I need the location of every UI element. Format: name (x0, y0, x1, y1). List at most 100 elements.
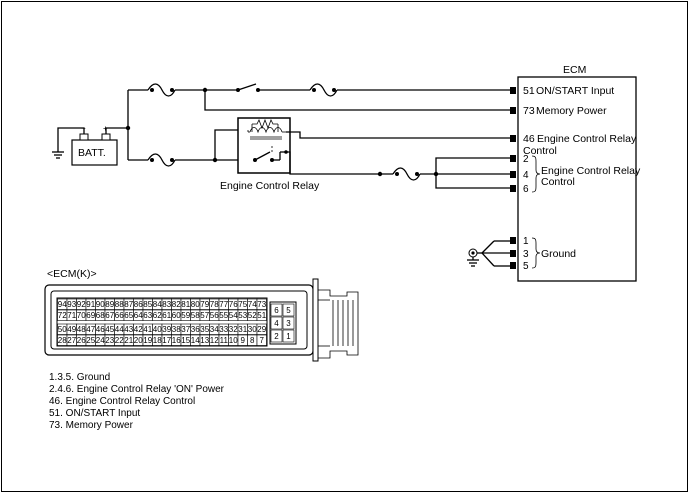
connector-pin-label: 7 (260, 336, 265, 345)
connector-side-cell (270, 316, 283, 330)
connector-pin-label: 80 (191, 300, 200, 309)
ecm-pin-51-number: 51 (523, 85, 535, 97)
connector-pin-label: 82 (172, 300, 181, 309)
connector-pin-label: 68 (96, 311, 105, 320)
ecm-pin-46-label-2: Control (523, 145, 557, 157)
connector-pin-label: 25 (86, 336, 95, 345)
connector-pin-label: 85 (143, 300, 152, 309)
connector-pin-label: 24 (96, 336, 105, 345)
connector-pin-label: 30 (248, 325, 257, 334)
ground-brace (531, 237, 541, 269)
connector-pin-label: 37 (181, 325, 190, 334)
connector-pin-label: 54 (229, 311, 238, 320)
connector-pin-label: 46 (96, 325, 105, 334)
connector-pin-label: 31 (238, 325, 247, 334)
connector-pin-label: 35 (200, 325, 209, 334)
ecm-pin-73-label: Memory Power (536, 105, 607, 117)
battery: BATT. − + (52, 124, 128, 166)
ecm-title: ECM (563, 64, 586, 76)
relay-label: Engine Control Relay (220, 180, 320, 192)
connector-pin-label: 76 (229, 300, 238, 309)
fuse-2 (309, 83, 338, 97)
connector-cell (256, 334, 267, 346)
relay-power-brace (531, 155, 541, 193)
connector-pin-label: 43 (124, 325, 133, 334)
legend-item-relay-control: 46. Engine Control Relay Control (49, 396, 195, 407)
connector-pin-label: 59 (181, 311, 190, 320)
connector-pin-label: 39 (162, 325, 171, 334)
connector-side-cell (270, 303, 283, 317)
connector-cell (256, 309, 267, 321)
connector-pin-label: 69 (86, 311, 95, 320)
connector-pin-label: 27 (67, 336, 76, 345)
connector-pin-label: 83 (162, 300, 171, 309)
connector-pin-label: 21 (124, 336, 133, 345)
connector-pin-label: 10 (229, 336, 238, 345)
connector-pin-label: 81 (181, 300, 190, 309)
connector-pin-label: 78 (210, 300, 219, 309)
fuse-1 (147, 83, 176, 97)
connector-side-cell (270, 329, 283, 343)
connector-pin-label: 22 (115, 336, 124, 345)
relay-power-group-label-2: Control (541, 176, 575, 188)
legend-item-ground: 1.3.5. Ground (49, 372, 110, 383)
ecm-pin-1-number: 1 (523, 236, 529, 247)
connector-pin-label: 53 (238, 311, 247, 320)
connector-pin-label: 70 (77, 311, 86, 320)
ecm-ground-wiring (467, 240, 510, 267)
connector-pin-label: 92 (77, 300, 86, 309)
connector-side-pin-label: 1 (286, 332, 291, 341)
ecm-pin-46-number: 46 (523, 133, 535, 145)
connector-pin-label: 41 (143, 325, 152, 334)
connector-side-pin-label: 2 (274, 332, 279, 341)
connector-pin-label: 16 (172, 336, 181, 345)
ecm-box (517, 76, 637, 282)
connector-pin-label: 56 (210, 311, 219, 320)
connector-pin-label: 8 (250, 336, 255, 345)
connector-pin-label: 15 (181, 336, 190, 345)
connector-side-pin-label: 5 (286, 306, 291, 315)
connector-cell (256, 298, 267, 310)
connector-pin-label: 61 (162, 311, 171, 320)
connector-pin-label: 94 (58, 300, 67, 309)
connector-pin-label: 51 (257, 311, 266, 320)
connector-pin-label: 20 (134, 336, 143, 345)
connector-pin-label: 32 (229, 325, 238, 334)
connector-pin-label: 66 (115, 311, 124, 320)
connector-pin-label: 88 (115, 300, 124, 309)
connector-pin-label: 28 (58, 336, 67, 345)
connector-pin-label: 79 (200, 300, 209, 309)
ecm-pin-markers (510, 87, 516, 269)
connector-title: <ECM(K)> (47, 268, 97, 280)
connector-pin-label: 42 (134, 325, 143, 334)
connector-pin-label: 13 (200, 336, 209, 345)
ecm-pin-73-number: 73 (523, 105, 535, 117)
ecm-pin-46-label: Engine Control Relay (537, 133, 637, 145)
connector-pin-label: 93 (67, 300, 76, 309)
connector-pin-label: 55 (219, 311, 228, 320)
connector-pin-label: 75 (238, 300, 247, 309)
connector-pin-label: 63 (143, 311, 152, 320)
connector-pin-label: 45 (105, 325, 114, 334)
connector-pin-label: 40 (153, 325, 162, 334)
connector-pin-label: 65 (124, 311, 133, 320)
connector-pin-label: 52 (248, 311, 257, 320)
ground-group-label: Ground (541, 248, 576, 260)
connector-pin-label: 77 (219, 300, 228, 309)
connector-pin-label: 72 (58, 311, 67, 320)
connector-pin-label: 12 (210, 336, 219, 345)
connector-pin-label: 14 (191, 336, 200, 345)
connector-pin-label: 50 (58, 325, 67, 334)
relay-power-group-label: Engine Control Relay (541, 165, 641, 177)
connector-pin-label: 67 (105, 311, 114, 320)
connector-pin-label: 48 (77, 325, 86, 334)
connector-pin-label: 47 (86, 325, 95, 334)
connector-pin-label: 29 (257, 325, 266, 334)
connector-pin-label: 33 (219, 325, 228, 334)
ecm-pin-4-number: 4 (523, 170, 529, 181)
ecm-pin-6-number: 6 (523, 184, 529, 195)
connector-pin-label: 34 (210, 325, 219, 334)
connector-pin-label: 23 (105, 336, 114, 345)
